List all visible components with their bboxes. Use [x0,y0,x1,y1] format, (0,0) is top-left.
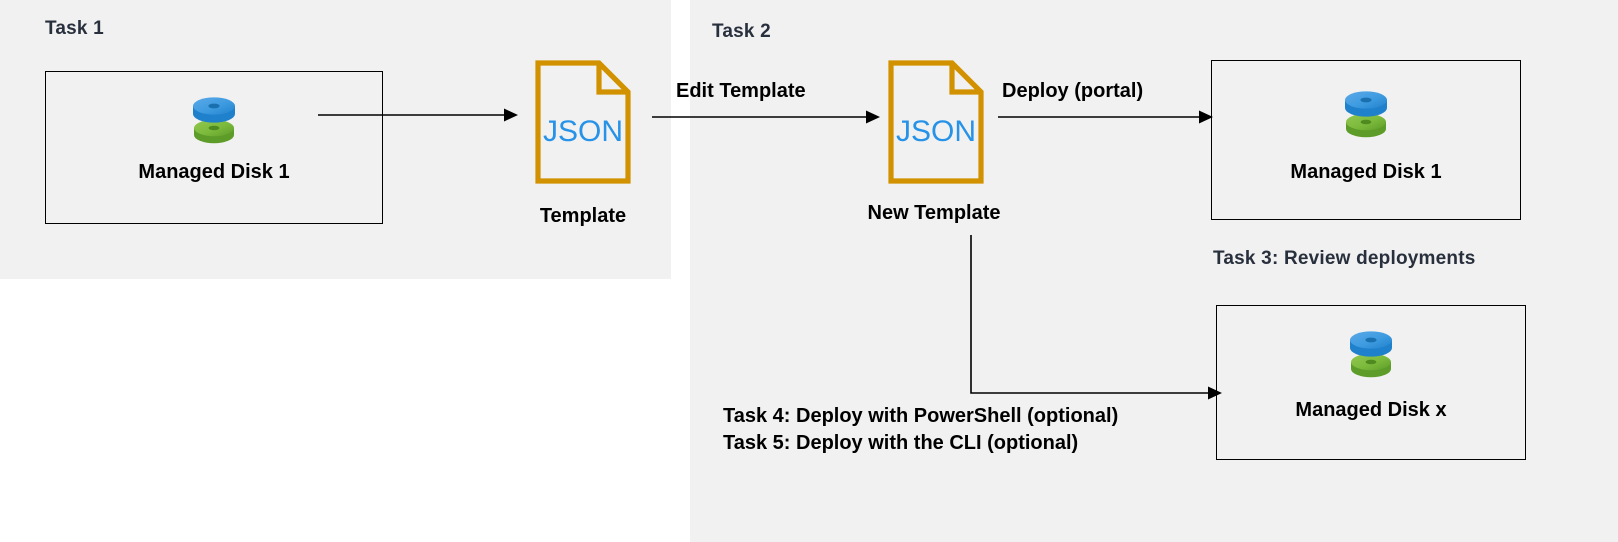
new-template-caption: New Template [867,202,1001,224]
json-file-icon-template: JSON [535,60,631,184]
optional-tasks-text-block: Task 4: Deploy with PowerShell (optional… [723,403,1118,456]
template-caption: Template [539,205,627,227]
managed-disk-icon [1339,88,1393,140]
edit-template-edge-label: Edit Template [676,80,806,102]
deploy-portal-edge-label: Deploy (portal) [1002,80,1144,102]
task2-label: Task 2 [712,21,771,42]
managed-disk-icon [187,94,241,146]
svg-text:JSON: JSON [543,115,623,148]
task4-label: Task 4: Deploy with PowerShell (optional… [723,405,1119,427]
task1-label: Task 1 [45,18,104,39]
managed-disk-icon [1344,328,1398,380]
task3-review-deployments-label: Task 3: Review deployments [1213,248,1476,269]
task2-panel-background [690,0,1618,542]
managed-disk-1-source-box: Managed Disk 1 [45,71,383,224]
json-file-icon-new-template: JSON [888,60,984,184]
task5-label: Task 5: Deploy with the CLI (optional) [723,431,1079,454]
arrow-disk-to-template [318,104,518,126]
arrow-template-to-new-template [652,106,880,128]
arrow-new-template-to-managed-disk-x [930,235,1222,400]
managed-disk-x-box: Managed Disk x [1216,305,1526,460]
managed-disk-1-source-caption: Managed Disk 1 [138,161,290,183]
managed-disk-1-result-box: Managed Disk 1 [1211,60,1521,220]
arrow-new-template-to-managed-disk-1 [998,106,1213,128]
svg-text:JSON: JSON [896,115,976,148]
task1-panel-background [0,0,671,279]
managed-disk-x-caption: Managed Disk x [1295,399,1447,421]
managed-disk-1-result-caption: Managed Disk 1 [1290,161,1442,183]
